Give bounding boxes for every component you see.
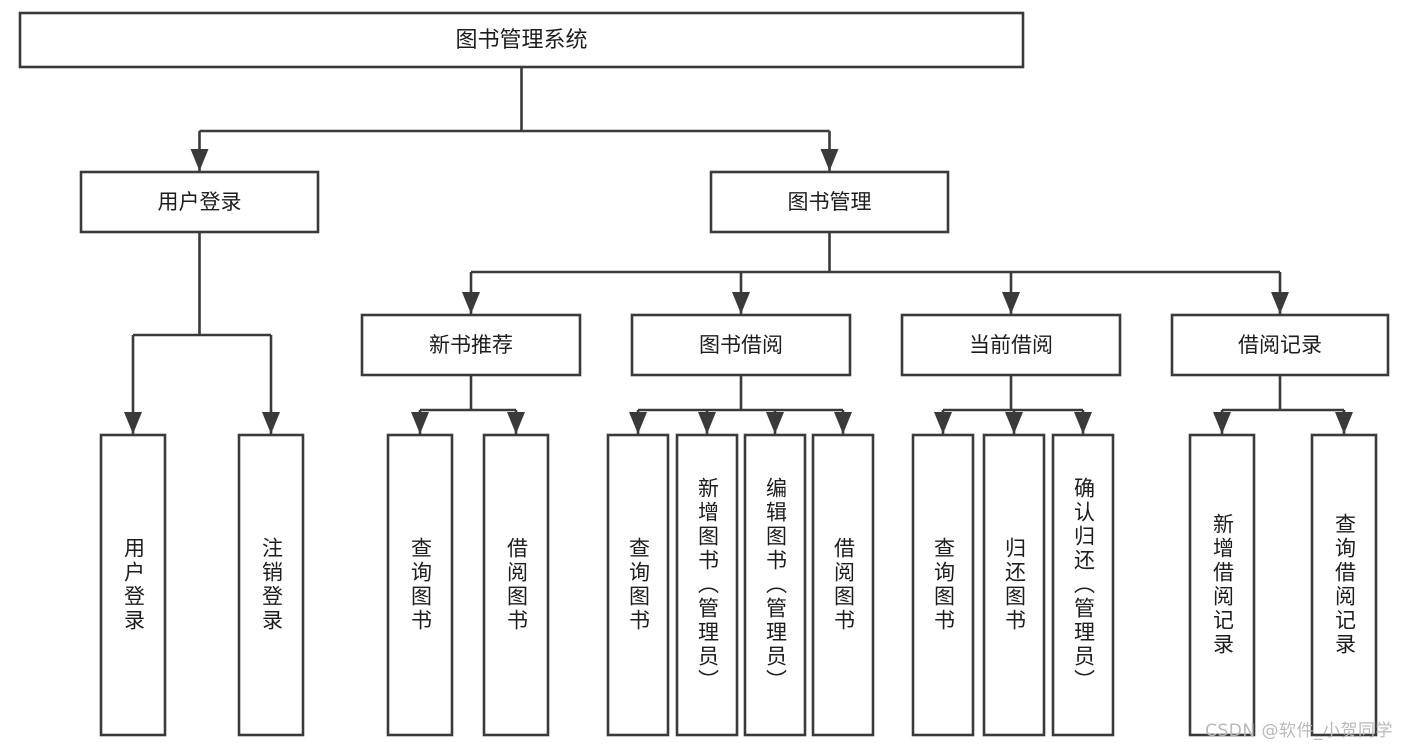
connector-layer xyxy=(124,67,1353,434)
node-box-leaf-user-login[interactable] xyxy=(99,433,167,737)
node-label-new-book-recommend: 新书推荐 xyxy=(429,333,513,357)
arrow-head-icon xyxy=(124,412,142,434)
arrow-head-icon xyxy=(462,292,480,314)
arrow-head-icon xyxy=(190,149,209,171)
node-box-borrow-record[interactable] xyxy=(1170,313,1390,377)
node-box-book-management[interactable] xyxy=(709,170,950,234)
node-label-book-borrow: 图书借阅 xyxy=(699,333,783,357)
arrow-head-icon xyxy=(1335,412,1353,434)
node-box-leaf-query-book-current[interactable] xyxy=(911,433,975,737)
arrow-head-icon xyxy=(698,412,716,434)
node-label-current-borrow: 当前借阅 xyxy=(969,333,1053,357)
arrow-head-icon xyxy=(766,412,784,434)
node-box-new-book-recommend[interactable] xyxy=(360,313,582,377)
node-box-leaf-query-borrow-record[interactable] xyxy=(1310,433,1378,737)
node-box-leaf-borrow-book[interactable] xyxy=(811,433,875,737)
node-box-book-borrow[interactable] xyxy=(630,313,852,377)
arrow-head-icon xyxy=(820,149,839,171)
node-box-leaf-confirm-return-admin[interactable] xyxy=(1051,433,1115,737)
node-box-user-login[interactable] xyxy=(79,170,320,234)
node-box-leaf-return-book[interactable] xyxy=(982,433,1046,737)
node-box-leaf-add-borrow-record[interactable] xyxy=(1188,433,1256,737)
arrow-head-icon xyxy=(507,412,525,434)
node-label-borrow-record: 借阅记录 xyxy=(1238,333,1322,357)
node-label-user-login: 用户登录 xyxy=(158,190,242,214)
node-box-leaf-query-book-borrow[interactable] xyxy=(606,433,670,737)
node-label-book-management: 图书管理 xyxy=(788,190,872,214)
node-box-current-borrow[interactable] xyxy=(900,313,1122,377)
arrow-head-icon xyxy=(629,412,647,434)
arrow-head-icon xyxy=(262,412,280,434)
arrow-head-icon xyxy=(834,412,852,434)
arrow-head-icon xyxy=(1074,412,1092,434)
arrow-head-icon xyxy=(411,412,429,434)
arrow-head-icon xyxy=(1213,412,1231,434)
node-label-root: 图书管理系统 xyxy=(455,28,587,53)
node-box-leaf-logout[interactable] xyxy=(237,433,305,737)
arrow-head-icon xyxy=(732,292,750,314)
node-box-leaf-borrow-book-recommend[interactable] xyxy=(482,433,550,737)
arrow-head-icon xyxy=(1271,292,1289,314)
node-box-leaf-edit-book-admin[interactable] xyxy=(743,433,807,737)
node-box-root[interactable] xyxy=(18,11,1025,69)
arrow-head-icon xyxy=(934,412,952,434)
watermark-text: CSDN @软件_小贺同学 xyxy=(1205,721,1393,741)
node-box-layer xyxy=(18,11,1390,737)
node-box-leaf-add-book-admin[interactable] xyxy=(675,433,739,737)
arrow-head-icon xyxy=(1005,412,1023,434)
node-box-leaf-query-book-recommend[interactable] xyxy=(386,433,454,737)
arrow-head-icon xyxy=(1002,292,1020,314)
